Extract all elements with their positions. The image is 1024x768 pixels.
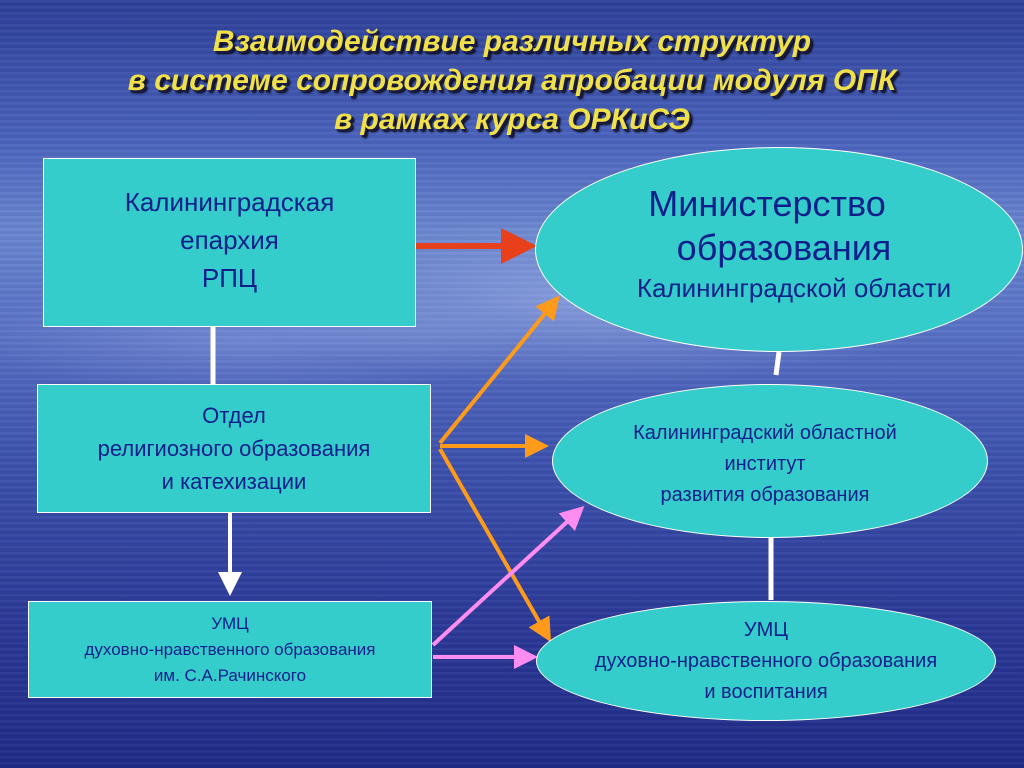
department-line-3: и катехизации bbox=[161, 469, 307, 494]
umc-upbringing-line-3: и воспитания bbox=[704, 680, 828, 703]
ministry-line-2: образования bbox=[676, 227, 892, 268]
ministry-line-1: Министерство bbox=[648, 183, 886, 224]
institute-line-2: институт bbox=[724, 453, 806, 475]
institute-line-3: развития образования bbox=[660, 484, 870, 506]
arrow-department-umc-upbringing bbox=[438, 448, 551, 643]
node-umc-upbringing: УМЦ духовно-нравственного образования и … bbox=[536, 601, 996, 721]
node-department: Отдел религиозного образования и катехиз… bbox=[37, 384, 431, 513]
department-line-2: религиозного образования bbox=[97, 436, 371, 461]
eparchy-line-1: Калининградская bbox=[124, 187, 335, 217]
connector-ministry-institute bbox=[773, 351, 782, 376]
eparchy-line-2: епархия bbox=[180, 225, 279, 255]
umc-upbringing-line-2: духовно-нравственного образования bbox=[594, 649, 938, 672]
department-line-1: Отдел bbox=[202, 403, 266, 428]
umc-rachinsky-line-1: УМЦ bbox=[211, 613, 249, 633]
title-line-3: в рамках курса ОРКиСЭ bbox=[334, 103, 690, 136]
diagram-title: Взаимодействие различных структур в сист… bbox=[0, 22, 1024, 139]
ministry-line-3: Калининградской области bbox=[636, 273, 952, 303]
arrow-department-ministry bbox=[438, 295, 560, 445]
umc-upbringing-line-1: УМЦ bbox=[743, 618, 789, 641]
node-ministry: Министерство образования Калининградской… bbox=[535, 147, 1023, 352]
arrow-umc-institute bbox=[431, 505, 585, 647]
node-institute: Калининградский областной институт разви… bbox=[552, 384, 988, 538]
title-line-1: Взаимодействие различных структур bbox=[212, 25, 812, 58]
title-line-2: в системе сопровождения апробации модуля… bbox=[127, 64, 897, 97]
umc-rachinsky-line-2: духовно-нравственного образования bbox=[84, 639, 376, 659]
institute-line-1: Калининградский областной bbox=[633, 422, 897, 444]
eparchy-line-3: РПЦ bbox=[201, 263, 258, 293]
node-eparchy: Калининградская епархия РПЦ bbox=[43, 158, 416, 327]
node-umc-rachinsky: УМЦ духовно-нравственного образования им… bbox=[28, 601, 432, 698]
umc-rachinsky-line-3: им. С.А.Рачинского bbox=[153, 665, 307, 685]
